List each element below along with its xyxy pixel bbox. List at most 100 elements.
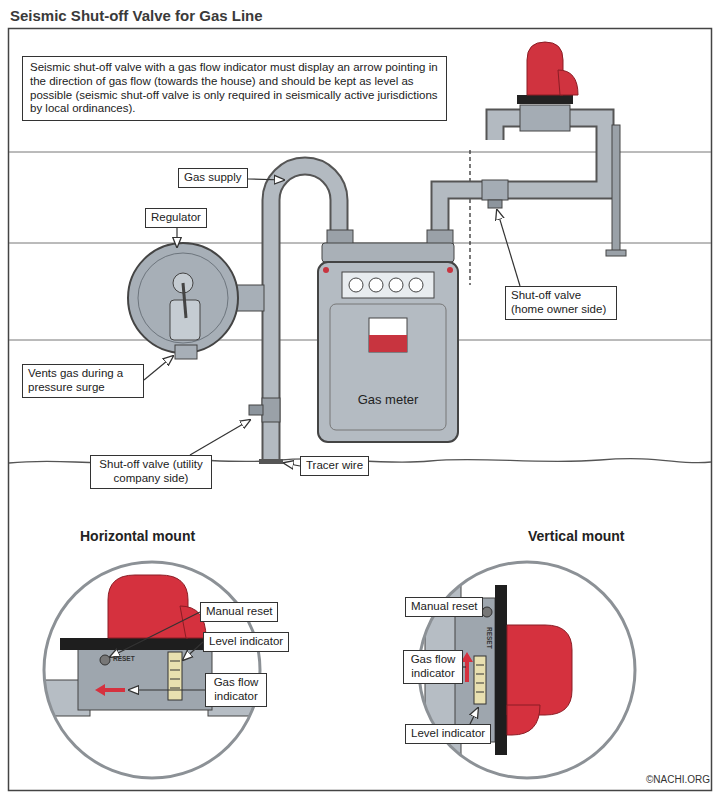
dial-panel xyxy=(342,272,434,298)
valve-cap xyxy=(108,575,188,638)
regulator-ring xyxy=(138,253,228,343)
frame xyxy=(9,29,712,791)
dial xyxy=(409,278,423,292)
level-indicator xyxy=(168,652,182,700)
level-indicator xyxy=(474,656,486,704)
level-tick xyxy=(476,665,484,666)
callout-box: Gas flow indicator xyxy=(403,650,463,684)
seismic-valve-plate xyxy=(517,95,573,104)
leader-line xyxy=(110,612,200,657)
pipe-strut xyxy=(612,125,620,253)
leader-line xyxy=(176,228,177,247)
meter-outlet-nut xyxy=(427,230,453,244)
reset-marking: RESET xyxy=(113,655,135,662)
note-text: Seismic shut-off valve with a gas flow i… xyxy=(30,61,439,116)
leader-line xyxy=(129,689,205,690)
diagram-title: Seismic Shut-off Valve for Gas Line xyxy=(10,7,263,24)
leader-line xyxy=(190,420,250,455)
leader-line xyxy=(183,642,203,660)
meter-label: Gas meter xyxy=(318,392,458,407)
meter-body xyxy=(318,262,458,442)
callout-box: Level indicator xyxy=(405,724,491,744)
detail-circle: Vertical mountManual resetGas flow indic… xyxy=(417,560,637,780)
circle-outline xyxy=(42,560,262,780)
callout-box: Level indicator xyxy=(203,632,289,652)
utility-valve xyxy=(262,398,280,422)
dial xyxy=(389,278,403,292)
flow-arrow xyxy=(95,684,125,696)
regulator-lever xyxy=(183,283,186,318)
regulator-vent xyxy=(175,345,197,359)
leader-line xyxy=(144,356,173,380)
callout-box: Vents gas during a pressure surge xyxy=(22,364,144,398)
meter-inlet-nut xyxy=(327,230,353,244)
regulator-body xyxy=(128,243,238,353)
callout-box: Manual reset xyxy=(200,602,278,622)
detail-bg xyxy=(42,560,262,780)
house-pipe-outline xyxy=(440,118,605,238)
callout-box: Gas supply xyxy=(178,168,248,188)
leader-line xyxy=(284,463,300,466)
regulator-arm xyxy=(236,285,264,311)
callout-text: Level indicator xyxy=(411,727,485,741)
index-window xyxy=(369,318,407,352)
gas-meter: Gas meter xyxy=(318,262,458,442)
index-red xyxy=(369,335,407,352)
section-heading: Vertical mount xyxy=(528,528,624,544)
seismic-valve-cap-lobe xyxy=(558,70,578,95)
callout-box: Shut-off valve (utility company side) xyxy=(90,455,212,489)
callout-box: Manual reset xyxy=(405,597,483,617)
leader-line xyxy=(463,666,466,667)
level-tick xyxy=(170,688,180,689)
callout-box: Tracer wire xyxy=(300,456,369,476)
level-tick xyxy=(476,683,484,684)
callout-text: Gas flow indicator xyxy=(211,676,261,704)
meter-top xyxy=(322,243,454,262)
callout-text: Shut-off valve (utility company side) xyxy=(96,458,206,486)
house-pipe xyxy=(440,118,605,238)
tracer-wire xyxy=(259,459,283,464)
leader-line xyxy=(470,708,478,724)
callout-text: Tracer wire xyxy=(306,459,363,473)
valve-plate xyxy=(495,585,507,755)
level-tick xyxy=(476,674,484,675)
reset-knob xyxy=(100,655,110,665)
callout-text: Level indicator xyxy=(209,635,283,649)
callout-text: Gas flow indicator xyxy=(409,653,457,681)
leader-line xyxy=(248,179,284,180)
callout-text: Manual reset xyxy=(206,605,272,619)
callout-text: Vents gas during a pressure surge xyxy=(28,367,138,395)
callout-box: Regulator xyxy=(145,208,207,228)
callout-text: Manual reset xyxy=(411,600,477,614)
strut-base xyxy=(606,250,626,256)
level-tick xyxy=(476,692,484,693)
seismic-valve-cap xyxy=(527,42,563,95)
callout-text: Gas supply xyxy=(184,171,242,185)
copyright: ©NACHI.ORG xyxy=(646,774,710,785)
level-tick xyxy=(170,670,180,671)
callout-box: Gas flow indicator xyxy=(205,673,267,707)
dial xyxy=(369,278,383,292)
house-valve-handle xyxy=(488,200,502,208)
horizontal-detail xyxy=(42,560,262,780)
detail-circle-border xyxy=(44,562,260,778)
meter-panel xyxy=(330,304,446,430)
level-tick xyxy=(170,661,180,662)
house-valve xyxy=(482,180,508,200)
callout-text: Regulator xyxy=(151,211,201,225)
valve-cap xyxy=(507,625,572,715)
meter-seal xyxy=(447,267,453,273)
dial xyxy=(349,278,363,292)
detail-circle: Horizontal mountManual resetLevel indica… xyxy=(42,560,262,780)
utility-valve-handle xyxy=(249,405,263,415)
callout-box: Shut-off valve (home owner side) xyxy=(505,286,617,320)
meter-seal xyxy=(323,267,329,273)
valve-body xyxy=(78,648,212,710)
section-heading: Horizontal mount xyxy=(80,528,195,544)
level-tick xyxy=(170,679,180,680)
property-line xyxy=(469,150,470,285)
valve-cap-lobe xyxy=(507,705,540,735)
seismic-valve-body xyxy=(520,105,570,131)
reset-marking: RESET xyxy=(486,627,493,649)
